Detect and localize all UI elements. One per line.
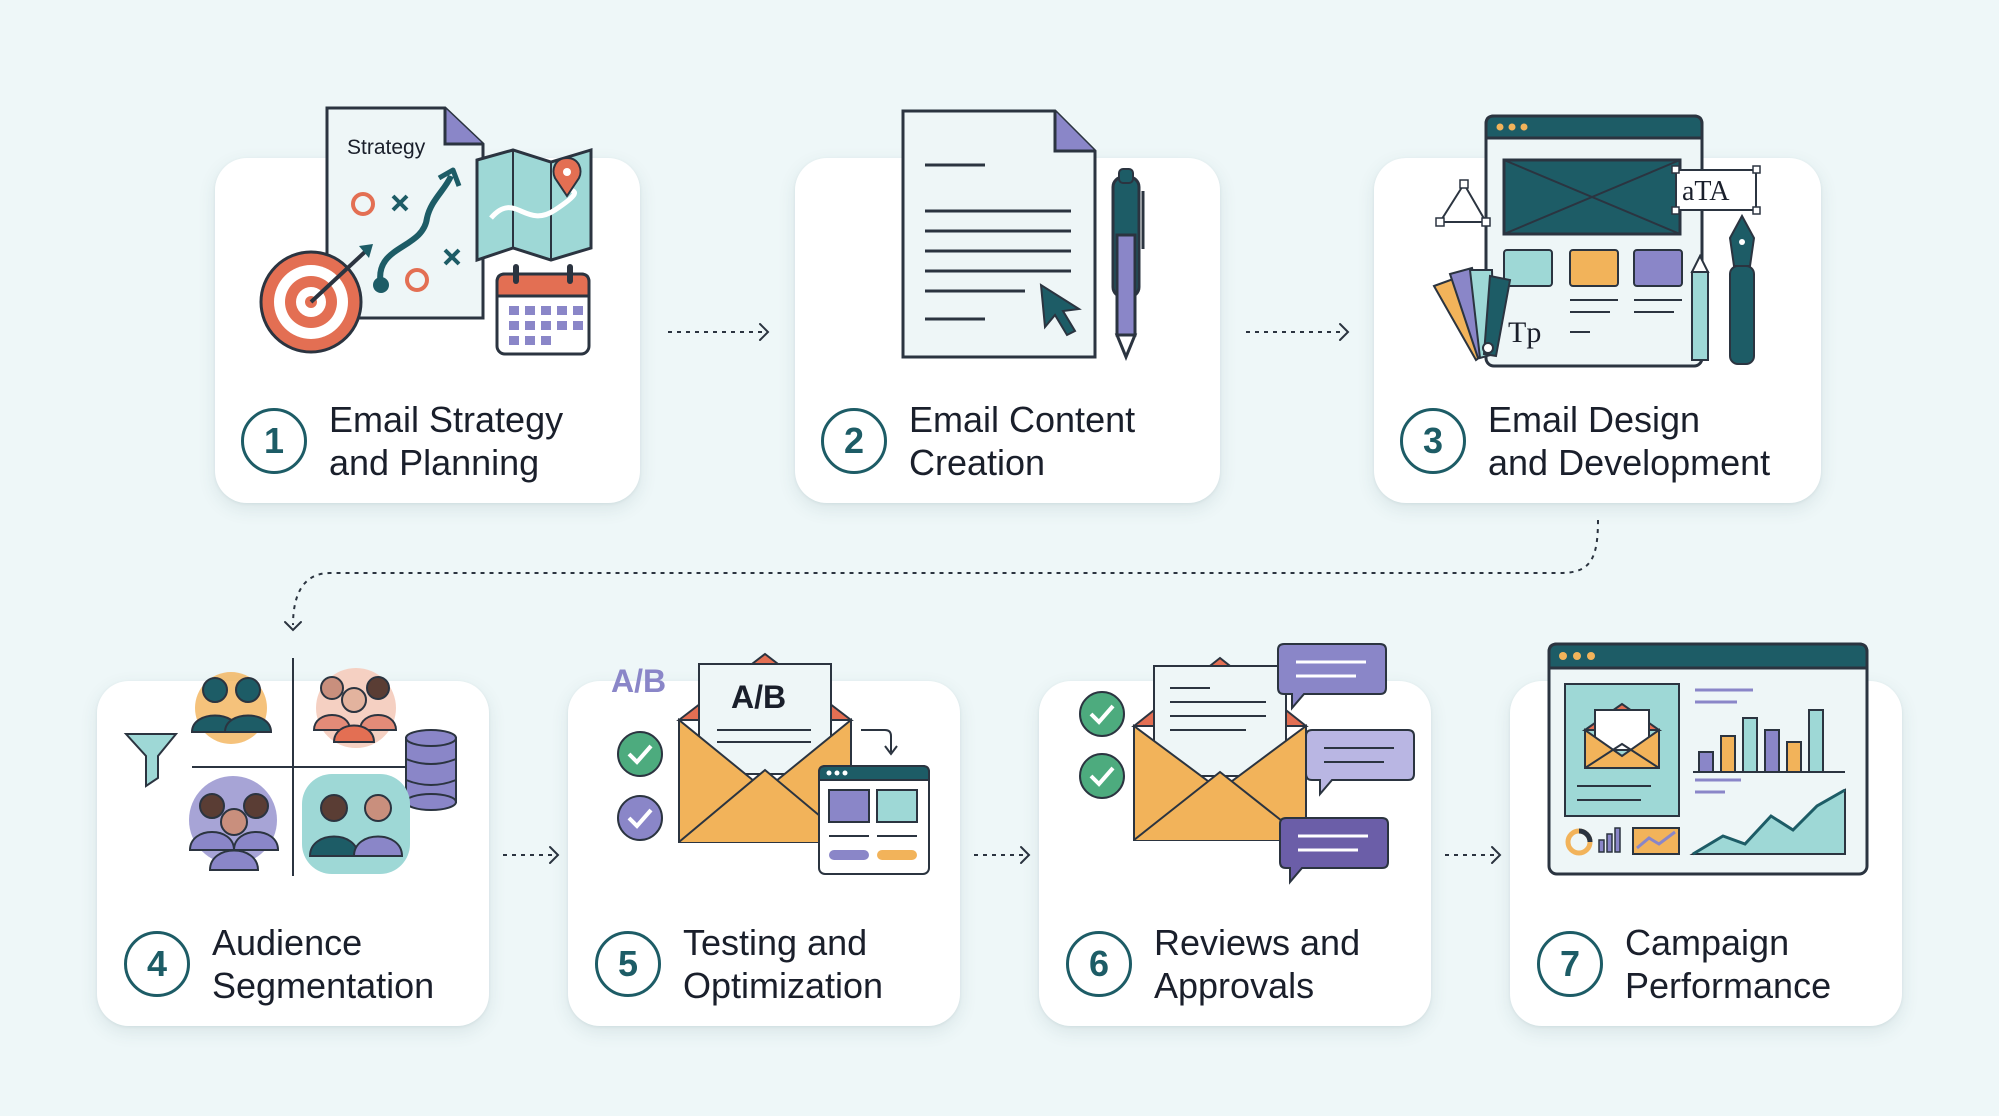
step-4-label: 4 Audience Segmentation <box>124 921 434 1007</box>
browser-window-icon <box>1484 114 1704 368</box>
step-number-badge: 5 <box>595 931 661 997</box>
step-5-label: 5 Testing and Optimization <box>595 921 883 1007</box>
step-title-line: Performance <box>1625 965 1832 1006</box>
step-title-line: Email Design <box>1488 399 1701 440</box>
vector-triangle-icon <box>1435 179 1491 227</box>
browser-window-icon <box>818 765 930 875</box>
step-title-line: Optimization <box>683 965 884 1006</box>
dashboard-window-icon <box>1547 642 1869 876</box>
step-title-line: Email Content <box>909 399 1136 440</box>
envelope-icon: A/B <box>676 652 854 843</box>
step-title-line: Campaign <box>1625 922 1790 963</box>
step-title: Email Strategy and Planning <box>329 398 563 484</box>
step-title-line: Audience <box>212 922 363 963</box>
pen-icon <box>1111 168 1145 361</box>
type-sample-text: aTA <box>1682 176 1730 207</box>
step-title-line: Creation <box>909 442 1046 483</box>
step-number-badge: 3 <box>1400 408 1466 474</box>
step-title-line: and Planning <box>329 442 540 483</box>
step-title-line: Email Strategy <box>329 399 564 440</box>
step-title-line: Reviews and <box>1154 922 1361 963</box>
step-title: Reviews and Approvals <box>1154 921 1360 1007</box>
check-circle-icon <box>617 795 663 841</box>
testing-optimization-illustration: A/B A/B <box>611 652 930 875</box>
strategy-illustration: Strategy <box>259 106 593 356</box>
check-circle-icon <box>617 731 663 777</box>
people-group-icon <box>312 676 398 743</box>
campaign-performance-illustration <box>1547 642 1869 876</box>
step-title-line: Approvals <box>1154 965 1315 1006</box>
content-creation-illustration <box>901 109 1145 361</box>
step-title-line: and Development <box>1488 442 1771 483</box>
step-title-line: Segmentation <box>212 965 435 1006</box>
step-title: Campaign Performance <box>1625 921 1831 1007</box>
arrow-3-4 <box>292 519 1599 626</box>
chat-bubble-icon <box>1279 817 1389 885</box>
map-icon <box>475 147 593 263</box>
ab-small-label: A/B <box>611 663 666 699</box>
funnel-icon <box>123 733 179 788</box>
design-development-illustration: aTA Tp <box>1432 114 1761 368</box>
step-7-label: 7 Campaign Performance <box>1537 921 1831 1007</box>
strategy-doc-label: Strategy <box>347 136 426 159</box>
step-title-line: Testing and <box>683 922 868 963</box>
cursor-icon <box>1039 283 1082 337</box>
people-group-icon <box>308 794 404 857</box>
step-title: Testing and Optimization <box>683 921 883 1007</box>
step-number-badge: 2 <box>821 408 887 474</box>
step-1-label: 1 Email Strategy and Planning <box>241 398 563 484</box>
step-3-label: 3 Email Design and Development <box>1400 398 1770 484</box>
envelope-icon <box>1131 656 1309 841</box>
people-group-icon <box>188 793 280 871</box>
audience-segmentation-illustration <box>123 658 457 876</box>
color-swatch-icon <box>1432 266 1512 362</box>
check-circle-icon <box>1079 753 1125 799</box>
reviews-approvals-illustration <box>1079 643 1415 885</box>
step-title: Email Design and Development <box>1488 398 1770 484</box>
chat-bubble-icon <box>1277 643 1387 711</box>
turn-arrow-icon <box>861 729 898 756</box>
pencil-icon <box>1690 253 1710 361</box>
area-chart-icon <box>1689 788 1846 856</box>
bar-chart-icon <box>1693 709 1845 773</box>
step-number-badge: 6 <box>1066 931 1132 997</box>
calendar-icon <box>495 264 591 356</box>
fountain-pen-icon <box>1728 213 1756 365</box>
step-number-badge: 1 <box>241 408 307 474</box>
type-tp-text: Tp <box>1508 316 1541 349</box>
chat-bubble-icon <box>1305 729 1415 797</box>
donut-chart-icon <box>1565 828 1593 856</box>
check-circle-icon <box>1079 691 1125 737</box>
ab-letter-label: A/B <box>731 679 786 715</box>
target-icon <box>259 244 373 354</box>
step-title: Audience Segmentation <box>212 921 434 1007</box>
step-2-label: 2 Email Content Creation <box>821 398 1135 484</box>
mini-bar-icon <box>1598 827 1621 853</box>
step-title: Email Content Creation <box>909 398 1135 484</box>
mini-line-chart-icon <box>1632 827 1680 855</box>
step-6-label: 6 Reviews and Approvals <box>1066 921 1360 1007</box>
people-group-icon <box>190 677 273 733</box>
step-number-badge: 4 <box>124 931 190 997</box>
database-icon <box>405 729 457 811</box>
step-number-badge: 7 <box>1537 931 1603 997</box>
